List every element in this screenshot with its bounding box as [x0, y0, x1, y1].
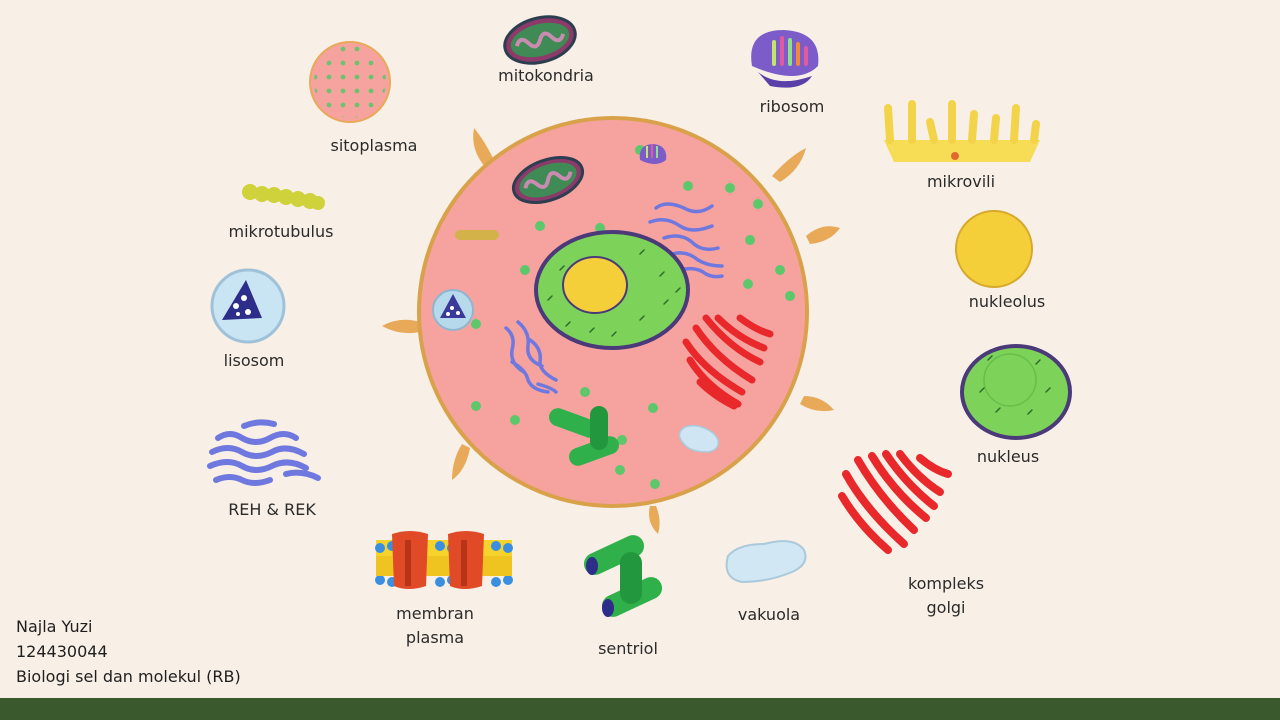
cell-vacuole — [678, 424, 720, 453]
mikrotubulus-illustration — [242, 184, 325, 210]
label-mikrovili: mikrovili — [926, 172, 996, 191]
kompleks-golgi-illustration — [838, 450, 952, 554]
label-sitoplasma: sitoplasma — [330, 136, 418, 155]
cell-mitochondria — [511, 156, 585, 204]
vakuola-illustration — [725, 540, 807, 584]
sitoplasma-illustration — [309, 41, 391, 123]
label-kompleks-golgi-line2: golgi — [926, 598, 966, 617]
label-sentriol: sentriol — [598, 639, 658, 658]
animal-cell — [382, 116, 840, 534]
cell-centriole — [549, 406, 619, 466]
author-credits: Najla Yuzi 124430044 Biologi sel dan mol… — [16, 614, 241, 689]
membran-plasma-illustration — [375, 531, 513, 589]
course-name: Biologi sel dan molekul (RB) — [16, 667, 241, 686]
ribosom-illustration — [751, 30, 819, 88]
lisosom-illustration — [210, 268, 286, 344]
cell-microtubule — [455, 230, 499, 240]
label-nukleolus: nukleolus — [968, 292, 1046, 311]
label-lisosom: lisosom — [223, 351, 285, 370]
cell-lysosome — [432, 289, 474, 331]
membrane-droplets — [382, 128, 840, 534]
label-kompleks-golgi-line1: kompleks — [907, 574, 985, 593]
sentriol-illustration — [583, 535, 663, 617]
label-membran-plasma: membran plasma — [359, 602, 511, 650]
author-name: Najla Yuzi — [16, 617, 93, 636]
cell-nucleus — [534, 230, 690, 350]
label-vakuola: vakuola — [737, 605, 801, 624]
mikrovili-illustration — [884, 100, 1040, 162]
author-id: 124430044 — [16, 642, 108, 661]
nukleus-illustration — [960, 344, 1072, 440]
cell-golgi — [682, 314, 774, 410]
mitokondria-illustration — [503, 15, 577, 65]
label-membran-plasma-line1: membran — [396, 604, 474, 623]
label-membran-plasma-line2: plasma — [405, 628, 465, 647]
nukleolus-illustration — [955, 210, 1033, 288]
label-mikrotubulus: mikrotubulus — [228, 222, 334, 241]
label-nukleus: nukleus — [976, 447, 1040, 466]
label-ribosom: ribosom — [759, 97, 825, 116]
reh-rek-illustration — [207, 419, 321, 486]
cytoplasm-granules — [471, 145, 795, 489]
cell-endoplasmic-reticulum — [504, 202, 724, 394]
label-mitokondria: mitokondria — [498, 66, 594, 85]
label-reh-rek: REH & REK — [228, 500, 316, 519]
footer-bar — [0, 698, 1280, 720]
label-kompleks-golgi: kompleks golgi — [870, 572, 1022, 620]
cell-ribosome — [639, 144, 667, 164]
